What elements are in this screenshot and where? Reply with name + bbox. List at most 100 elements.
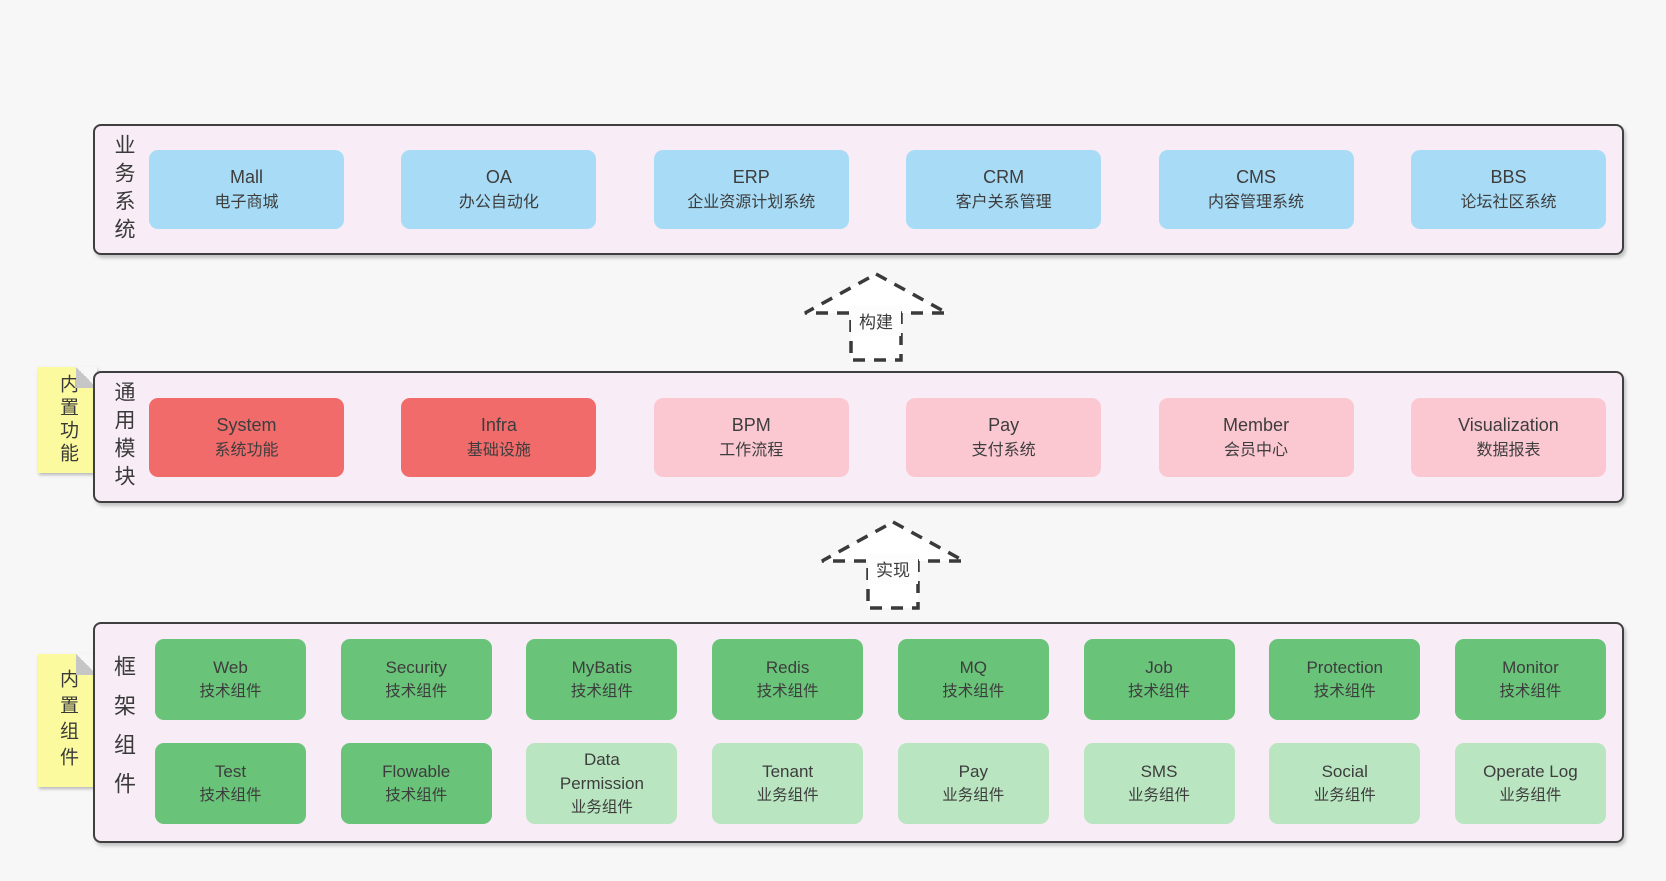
box-subtitle: 技术组件 — [385, 787, 448, 804]
sticky-label: 内置功能 — [57, 374, 78, 466]
box-mq: MQ 技术组件 — [897, 639, 1049, 720]
box-subtitle: 技术组件 — [199, 683, 262, 700]
box-title: System — [216, 414, 277, 435]
box-title: Test — [214, 762, 247, 781]
box-security: Security 技术组件 — [340, 639, 492, 720]
box-title: BPM — [731, 414, 771, 435]
box-title: Protection — [1306, 658, 1383, 677]
box-title: Data Permission — [559, 750, 644, 793]
box-redis: Redis 技术组件 — [712, 639, 864, 720]
box-subtitle: 业务组件 — [756, 787, 819, 804]
box-title: Infra — [480, 414, 517, 435]
box-subtitle: 论坛社区系统 — [1460, 194, 1557, 211]
band-label-framework-components: 框架组件 — [111, 654, 136, 811]
folded-corner-icon — [76, 654, 97, 675]
box-subtitle: 企业资源计划系统 — [687, 194, 816, 211]
box-subtitle: 支付系统 — [971, 441, 1036, 459]
box-title: Redis — [765, 658, 810, 677]
box-title: Member — [1223, 414, 1290, 435]
box-title: MyBatis — [571, 658, 633, 677]
box-title: Operate Log — [1483, 762, 1578, 781]
box-title: Tenant — [762, 762, 814, 781]
box-visualization: Visualization 数据报表 — [1410, 397, 1606, 477]
box-subtitle: 工作流程 — [719, 441, 784, 459]
box-title: CRM — [983, 167, 1025, 187]
business-systems-boxes: Mall 电子商城 OA 办公自动化 ERP 企业资源计划系统 CRM 客户关系… — [149, 126, 1606, 253]
box-monitor: Monitor 技术组件 — [1454, 639, 1606, 720]
box-subtitle: 会员中心 — [1224, 441, 1289, 459]
box-data-permission: Data Permission 业务组件 — [526, 743, 678, 824]
box-pay-system: Pay 支付系统 — [906, 397, 1102, 477]
box-subtitle: 客户关系管理 — [955, 194, 1052, 211]
box-subtitle: 内容管理系统 — [1208, 194, 1305, 211]
box-title: Job — [1145, 658, 1173, 677]
box-subtitle: 基础设施 — [466, 441, 531, 459]
box-social: Social 业务组件 — [1269, 743, 1421, 824]
box-pay-component: Pay 业务组件 — [897, 743, 1049, 824]
box-title: SMS — [1140, 762, 1178, 781]
band-label-common-modules: 通用模块 — [112, 381, 135, 493]
box-bbs: BBS 论坛社区系统 — [1410, 150, 1606, 229]
arrow-label-bg — [851, 306, 901, 336]
box-title: BBS — [1490, 167, 1527, 187]
box-title: Web — [213, 658, 248, 677]
box-subtitle: 业务组件 — [1128, 787, 1191, 804]
box-title: Mall — [229, 167, 263, 187]
common-modules-band: 通用模块 System 系统功能 Infra 基础设施 BPM 工作流程 Pay… — [93, 371, 1624, 503]
box-subtitle: 技术组件 — [1128, 683, 1191, 700]
band-label-business-systems: 业务系统 — [112, 133, 135, 246]
box-subtitle: 技术组件 — [570, 683, 633, 700]
box-web: Web 技术组件 — [155, 639, 306, 720]
implement-arrow: 实现 — [821, 520, 965, 610]
box-subtitle: 业务组件 — [1313, 787, 1376, 804]
box-title: Social — [1321, 762, 1368, 781]
components-row-1: Web 技术组件 Security 技术组件 MyBatis 技术组件 Redi… — [155, 639, 1606, 720]
box-subtitle: 办公自动化 — [458, 194, 539, 211]
box-erp: ERP 企业资源计划系统 — [653, 150, 849, 229]
build-arrow: 构建 — [804, 272, 948, 362]
box-title: Flowable — [382, 762, 451, 781]
box-title: ERP — [732, 167, 770, 187]
box-operate-log: Operate Log 业务组件 — [1454, 743, 1606, 824]
box-test: Test 技术组件 — [155, 743, 306, 824]
business-systems-band: 业务系统 Mall 电子商城 OA 办公自动化 ERP 企业资源计划系统 CRM… — [93, 124, 1624, 255]
framework-components-grid: Web 技术组件 Security 技术组件 MyBatis 技术组件 Redi… — [155, 639, 1606, 824]
sticky-note-built-in-components: 内置组件 — [38, 654, 97, 787]
box-subtitle: 业务组件 — [570, 799, 633, 816]
box-title: Monitor — [1502, 658, 1559, 677]
box-subtitle: 系统功能 — [214, 441, 279, 459]
box-mybatis: MyBatis 技术组件 — [526, 639, 678, 720]
box-mall: Mall 电子商城 — [149, 150, 344, 229]
box-title: Pay — [958, 762, 988, 781]
box-subtitle: 技术组件 — [385, 683, 448, 700]
box-title: OA — [485, 167, 512, 187]
box-subtitle: 技术组件 — [942, 683, 1005, 700]
box-title: MQ — [959, 658, 987, 677]
framework-components-band: 框架组件 Web 技术组件 Security 技术组件 MyBatis 技术组件… — [93, 622, 1624, 843]
components-row-2: Test 技术组件 Flowable 技术组件 Data Permission … — [155, 743, 1606, 824]
arrow-label: 构建 — [859, 313, 893, 332]
sticky-note-built-in-features: 内置功能 — [38, 367, 97, 473]
box-job: Job 技术组件 — [1083, 639, 1235, 720]
box-title: Visualization — [1458, 414, 1559, 435]
box-oa: OA 办公自动化 — [401, 150, 597, 229]
box-infra: Infra 基础设施 — [401, 397, 597, 477]
box-bpm: BPM 工作流程 — [653, 397, 849, 477]
box-title: Security — [385, 658, 447, 677]
arrow-label-bg — [868, 554, 918, 584]
box-title: CMS — [1236, 167, 1277, 187]
box-crm: CRM 客户关系管理 — [906, 150, 1102, 229]
box-flowable: Flowable 技术组件 — [340, 743, 492, 824]
box-subtitle: 技术组件 — [756, 683, 819, 700]
box-member: Member 会员中心 — [1158, 397, 1354, 477]
box-cms: CMS 内容管理系统 — [1158, 150, 1354, 229]
box-tenant: Tenant 业务组件 — [712, 743, 864, 824]
box-system: System 系统功能 — [149, 397, 344, 477]
box-subtitle: 业务组件 — [1499, 787, 1562, 804]
box-subtitle: 技术组件 — [199, 787, 262, 804]
box-subtitle: 技术组件 — [1499, 683, 1562, 700]
box-protection: Protection 技术组件 — [1269, 639, 1421, 720]
arrow-label: 实现 — [876, 561, 910, 580]
folded-corner-icon — [76, 367, 97, 388]
box-title: Pay — [988, 414, 1020, 435]
